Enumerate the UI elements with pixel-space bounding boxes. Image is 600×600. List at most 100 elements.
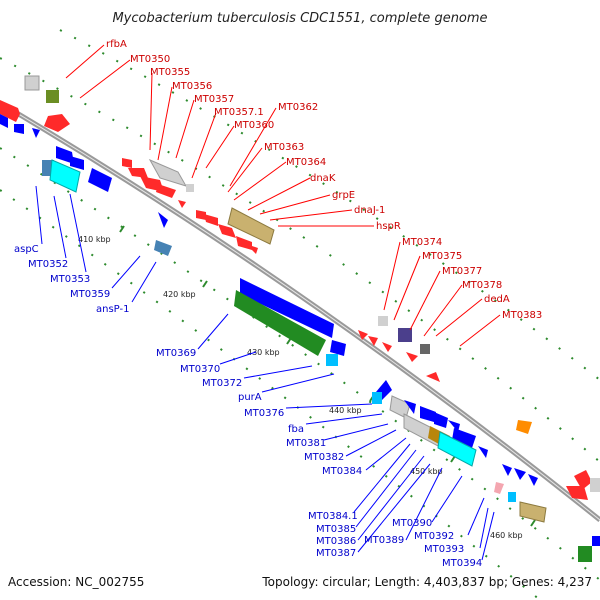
gene-label: MT0387 [316, 548, 356, 559]
gene-label: MT0353 [50, 274, 90, 285]
gene-arrow [528, 474, 538, 486]
gene-label: MT0375 [422, 251, 462, 262]
gene-feature [516, 420, 532, 434]
gene-label: aspC [14, 244, 39, 255]
gene-arrow [330, 340, 346, 356]
gene-label: grpE [332, 190, 355, 201]
gene-arrow [88, 168, 112, 192]
gene-arrow [32, 128, 40, 138]
gene-arrow [420, 406, 436, 422]
gene-feature [49, 159, 81, 193]
reverse-features [0, 114, 600, 562]
gene-label: rfbA [106, 39, 127, 50]
kbp-label: 410 kbp [78, 235, 111, 244]
gene-label: MT0389 [364, 535, 404, 546]
gene-label: MT0381 [286, 438, 326, 449]
gene-arrow [452, 428, 476, 448]
gene-label: MT0359 [70, 289, 110, 300]
gene-feature [508, 492, 516, 502]
gene-label: dnaK [310, 173, 336, 184]
gene-arrow [14, 124, 24, 134]
kbp-label: 460 kbp [490, 531, 523, 540]
map-title: Mycobacterium tuberculosis CDC1551, comp… [112, 11, 487, 26]
gene-label: MT0392 [414, 531, 454, 542]
gene-feature [578, 546, 592, 562]
gene-arrow [406, 352, 418, 362]
topology-text: Topology: circular; Length: 4,403,837 bp… [261, 575, 592, 589]
kbp-label: 450 kbp [410, 467, 443, 476]
gene-label: MT0350 [130, 54, 170, 65]
gene-arrow [70, 156, 84, 170]
forward-labels: rfbA MT0350 MT0355 MT0356 MT0357 MT0357.… [106, 39, 542, 321]
gene-label: MT0382 [304, 452, 344, 463]
gene-feature [154, 240, 172, 256]
gene-label: MT0384 [322, 466, 362, 477]
gene-arrow [204, 214, 218, 226]
kbp-scale: 410 kbp 420 kbp 430 kbp 440 kbp 450 kbp … [78, 225, 536, 540]
gene-label: MT0394 [442, 558, 482, 569]
gene-arrow [56, 146, 74, 164]
gene-label: MT0374 [402, 237, 442, 248]
gene-arrow [404, 400, 416, 414]
gene-label: MT0378 [462, 280, 502, 291]
gene-label: MT0393 [424, 544, 464, 555]
gene-arrow [234, 290, 326, 356]
gene-arrow [0, 114, 8, 128]
gene-label: purA [238, 392, 262, 403]
gene-feature [519, 501, 547, 523]
gene-feature [378, 316, 388, 326]
accession-text: Accession: NC_002755 [8, 575, 144, 589]
gene-arrow [218, 224, 236, 238]
gene-arrow [44, 114, 70, 132]
gene-feature [24, 75, 40, 91]
gene-feature [227, 207, 275, 245]
gene-arrow [448, 420, 460, 432]
gene-label: MT0372 [202, 378, 242, 389]
gene-arrow [236, 236, 252, 250]
gene-label: MT0352 [28, 259, 68, 270]
gene-feature [592, 536, 600, 546]
gene-arrow [246, 244, 258, 254]
kbp-tick [202, 280, 208, 288]
gene-label: fba [288, 424, 304, 435]
track-dots [0, 29, 600, 600]
kbp-label: 420 kbp [163, 290, 196, 299]
gene-arrow [368, 336, 378, 346]
gene-label: MT0376 [244, 408, 284, 419]
gene-label: MT0357 [194, 94, 234, 105]
gene-arrow [478, 446, 488, 458]
gene-label: MT0384.1 [308, 511, 358, 522]
gene-feature [326, 354, 338, 366]
gene-feature [420, 344, 430, 354]
gene-arrow [502, 464, 512, 476]
gene-feature [494, 482, 504, 494]
reverse-labels: aspC MT0352 MT0353 MT0359 ansP-1 MT0369 … [14, 244, 482, 569]
gene-arrow [426, 372, 440, 382]
gene-arrow [128, 168, 148, 178]
gene-feature [186, 184, 194, 192]
gene-arrow [434, 412, 448, 428]
gene-label: MT0386 [316, 536, 356, 547]
gene-label: dedA [484, 294, 510, 305]
forward-leaders [65, 44, 501, 347]
gene-arrow [196, 210, 206, 220]
gene-label: MT0383 [502, 310, 542, 321]
gene-feature [389, 395, 411, 419]
gene-arrow [158, 212, 168, 228]
gene-feature [372, 392, 382, 404]
kbp-tick [119, 225, 125, 233]
gene-arrow [156, 184, 176, 198]
reverse-leaders [35, 185, 495, 561]
gene-label: MT0363 [264, 142, 304, 153]
gene-feature [590, 478, 600, 492]
gene-label: hspR [376, 221, 401, 232]
forward-features [0, 75, 600, 500]
gene-label: dnaJ-1 [354, 205, 385, 216]
gene-label: MT0357.1 [214, 107, 264, 118]
genome-backbone-highlight [0, 102, 600, 521]
gene-arrow [358, 330, 368, 340]
gene-feature [437, 431, 477, 467]
gene-label: MT0360 [234, 120, 274, 131]
